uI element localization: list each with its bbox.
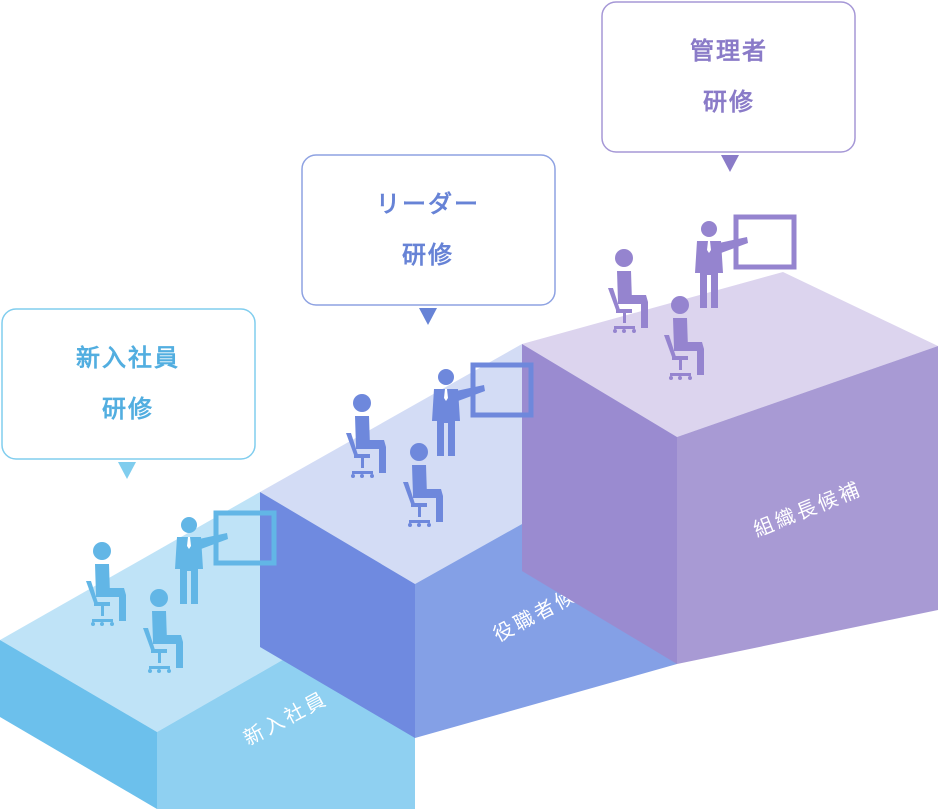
bubble-3-pointer [721,155,739,172]
bubble-3-line-2: 研修 [703,88,755,116]
bubble-3-box [601,1,856,153]
step-3-front-face [677,346,938,664]
bubble-2-pointer [419,308,437,325]
step-2-left-face [260,492,415,738]
step-manager: 組織長候補 [522,272,938,664]
bubble-1-line-2: 研修 [102,395,154,423]
step-3-top-face [522,272,938,437]
bubble-2-box [301,154,556,306]
bubble-1-pointer [118,462,136,479]
bubble-2-line-1: リーダー [376,190,480,218]
bubble-new-employee: 新入社員 研修 [1,308,256,479]
bubble-leader: リーダー 研修 [301,154,556,325]
step-1-left-face [0,640,157,809]
bubble-3-line-1: 管理者 [690,37,768,65]
step-3-left-face [522,344,677,664]
bubble-2-line-2: 研修 [402,241,454,269]
bubble-1-line-1: 新入社員 [76,344,180,372]
bubble-1-box [1,308,256,460]
bubble-manager: 管理者 研修 [601,1,856,172]
